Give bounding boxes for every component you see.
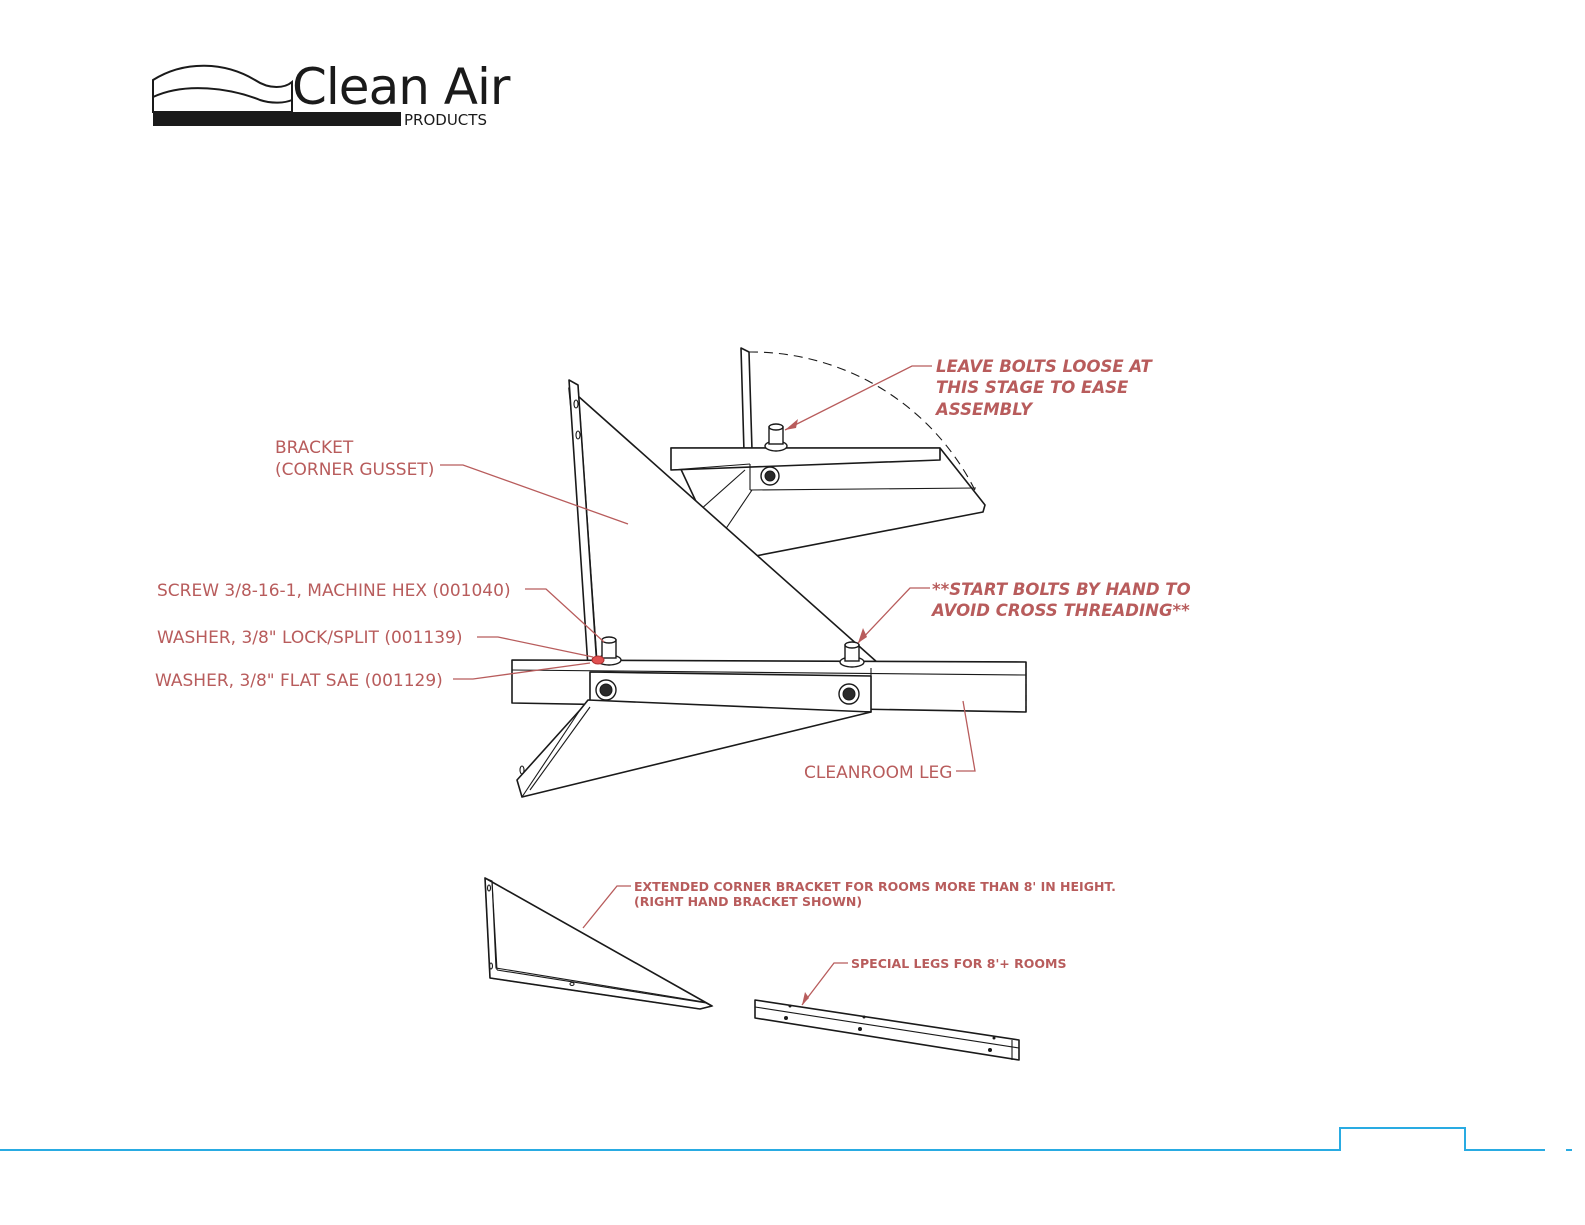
label-screw: SCREW 3/8-16-1, MACHINE HEX (001040) — [157, 581, 511, 601]
top-bolt-right — [839, 641, 865, 668]
extended-bracket — [484, 877, 714, 1010]
leader-bracket — [440, 464, 629, 525]
label-hand-2: AVOID CROSS THREADING** — [930, 601, 1190, 620]
label-extended-2: (RIGHT HAND BRACKET SHOWN) — [634, 894, 862, 909]
leader-special-legs — [801, 962, 848, 1006]
leader-loose — [784, 365, 932, 431]
leader-extended — [582, 885, 631, 929]
leader-lines — [440, 365, 976, 772]
label-bracket: BRACKET — [275, 438, 354, 458]
bottom-labels: EXTENDED CORNER BRACKET FOR ROOMS MORE T… — [634, 879, 1116, 971]
back-side-bolt — [760, 466, 780, 486]
label-flat-washer: WASHER, 3/8" FLAT SAE (001129) — [155, 671, 443, 691]
leader-hand — [857, 587, 930, 644]
labels: BRACKET (CORNER GUSSET) SCREW 3/8-16-1, … — [155, 357, 1191, 783]
back-bolt — [764, 423, 788, 452]
arrow-special-legs — [802, 992, 809, 1005]
logo-brand: Clean Air — [292, 58, 511, 116]
label-hand-1: **START BOLTS BY HAND TO — [932, 580, 1191, 599]
label-extended-1: EXTENDED CORNER BRACKET FOR ROOMS MORE T… — [634, 879, 1116, 894]
logo-wave-inner — [152, 87, 293, 104]
bottom-leaders — [582, 885, 848, 1006]
front-side-bolt-right — [838, 683, 860, 705]
label-corner-gusset: (CORNER GUSSET) — [275, 460, 434, 480]
footer-rule — [0, 1127, 1572, 1151]
clean-air-logo: Clean Air PRODUCTS — [152, 58, 512, 129]
leader-cleanroom-leg — [956, 700, 976, 772]
logo-bar — [153, 112, 401, 126]
front-side-bolt-left — [595, 679, 617, 701]
lower-leg — [516, 699, 872, 798]
label-special-legs: SPECIAL LEGS FOR 8'+ ROOMS — [851, 956, 1066, 971]
washer-highlight — [591, 655, 605, 665]
back-bracket — [670, 347, 986, 559]
label-lock-washer: WASHER, 3/8" LOCK/SPLIT (001139) — [157, 628, 463, 648]
label-loose-1: LEAVE BOLTS LOOSE AT — [936, 357, 1154, 376]
front-beam — [511, 659, 1027, 713]
label-loose-2: THIS STAGE TO EASE — [936, 378, 1129, 397]
logo-wave-icon — [152, 64, 293, 113]
logo-products: PRODUCTS — [404, 111, 487, 129]
main-assembly — [511, 347, 1027, 798]
special-leg — [754, 999, 1020, 1061]
leader-lock-washer — [477, 636, 594, 658]
label-cleanroom-leg: CLEANROOM LEG — [804, 763, 952, 783]
arrow-hand — [858, 628, 867, 643]
leader-screw — [525, 588, 605, 643]
arrow-loose — [785, 419, 798, 430]
label-loose-3: ASSEMBLY — [934, 400, 1034, 419]
footer-line — [0, 1127, 1545, 1151]
leader-flat-washer — [453, 662, 591, 680]
